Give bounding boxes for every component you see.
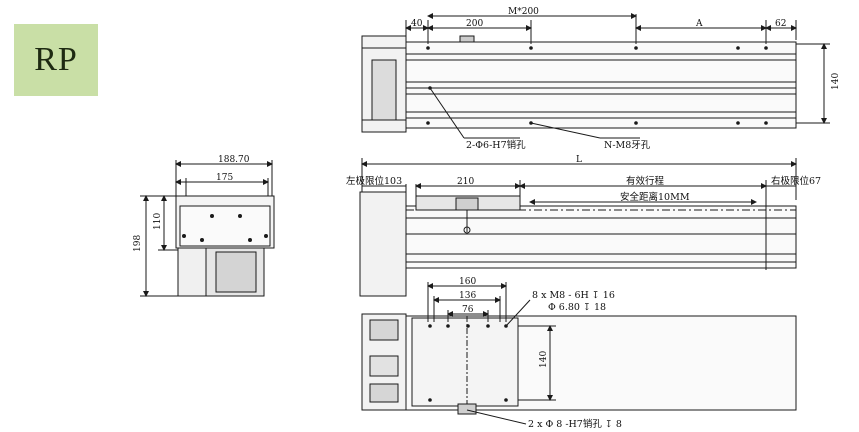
rp-badge: RP (14, 24, 98, 96)
safety-distance-label: 安全距离10MM (620, 191, 690, 203)
side-rail (405, 205, 797, 269)
callout-thread-hole: N-M8牙孔 (604, 140, 651, 151)
rail-body (405, 41, 797, 129)
dim-136: 136 (459, 291, 476, 301)
bottom-carriage (411, 317, 519, 407)
effective-stroke-label: 有效行程 (626, 175, 665, 187)
end-view (140, 160, 275, 297)
dim-l: L (576, 155, 582, 165)
note-pin-hole: 2 x Φ 8 -H7销孔 ↧ 8 (528, 418, 622, 430)
dim-160: 160 (459, 277, 476, 287)
left-limit-label: 左极限位103 (346, 175, 402, 187)
dim-40: 40 (411, 19, 423, 29)
callout-pin-hole: 2-Φ6-H7销孔 (466, 139, 526, 151)
dim-m200: M*200 (508, 7, 539, 17)
note-diameter: Φ 6.80 ↧ 18 (548, 302, 606, 313)
side-view (359, 158, 797, 297)
dim-198: 198 (133, 235, 143, 252)
dim-188-70: 188.70 (218, 155, 250, 165)
rp-badge-label: RP (34, 41, 78, 78)
dim-62: 62 (775, 19, 786, 29)
dim-140-bottom: 140 (539, 351, 549, 368)
side-motor (359, 191, 407, 297)
dim-a: A (695, 19, 703, 29)
bottom-view (361, 282, 797, 425)
dim-175: 175 (216, 173, 233, 183)
dim-210: 210 (457, 177, 474, 187)
right-limit-label: 右极限位67 (771, 175, 821, 187)
top-view (361, 13, 830, 139)
dim-76: 76 (462, 305, 474, 315)
dim-140-top: 140 (831, 73, 841, 90)
dim-200: 200 (466, 19, 483, 29)
dim-110: 110 (153, 213, 163, 230)
note-thread: 8 x M8 - 6H ↧ 16 (532, 290, 615, 301)
